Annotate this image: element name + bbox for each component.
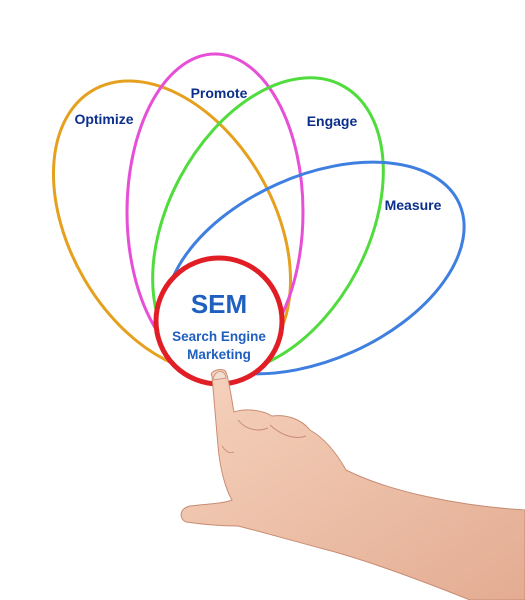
hand-pointing-icon [180, 369, 525, 600]
label-optimize: Optimize [74, 111, 133, 127]
center-subtitle-line2: Marketing [187, 347, 251, 362]
center-title: SEM [191, 289, 247, 319]
center-ring [153, 255, 285, 387]
center-subtitle-line1: Search Engine [172, 329, 266, 344]
label-engage: Engage [307, 113, 358, 129]
label-promote: Promote [191, 85, 248, 101]
label-measure: Measure [385, 197, 442, 213]
